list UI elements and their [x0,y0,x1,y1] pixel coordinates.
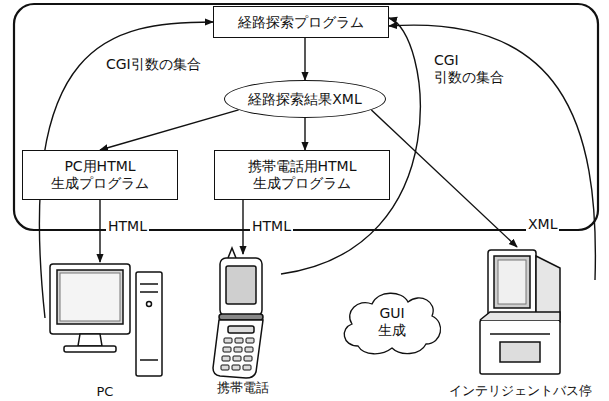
mobile-phone-illustration [213,248,263,378]
node-label: 経路探索プログラム [238,14,364,31]
edge-label: CGI引数の集合 [104,56,203,73]
node-label: PC用HTML 生成プログラム [29,158,171,192]
connector-arrow [304,38,305,80]
program-box: 経路探索プログラム [213,6,389,38]
edge-label: CGI 引数の集合 [432,52,512,86]
program-box: PC用HTML 生成プログラム [22,150,178,200]
connector-arrow [242,200,243,254]
edge-label: HTML [250,218,293,235]
node-label: PC [45,384,165,400]
node-label: 携帯電話 [205,380,281,396]
pc-device: PC [45,258,165,400]
node-label: 経路探索結果XML [248,91,361,108]
connector-arrow [371,110,517,247]
node-label: 携帯電話用HTML 生成プログラム [221,158,383,192]
edge-label: HTML [106,218,149,235]
connector-arrow [281,18,420,274]
connector-arrow [304,118,305,150]
edge-label: XML [526,216,559,233]
pc-illustration [50,264,162,376]
bus-stop-device: インテリジェントバス停 [445,245,595,399]
phone-device: 携帯電話 [205,252,281,396]
bus-stop-kiosk-illustration [480,250,560,374]
connector-arrow [389,25,595,280]
connector-arrow [100,110,239,150]
connector-arrow [99,200,100,262]
node-label: インテリジェントバス停 [445,383,595,399]
gui-cloud: GUI 生成 [338,288,446,356]
data-ellipse: 経路探索結果XML [224,80,386,118]
frame-outline [14,4,598,230]
node-label: GUI 生成 [367,305,417,339]
program-box: 携帯電話用HTML 生成プログラム [214,150,390,200]
